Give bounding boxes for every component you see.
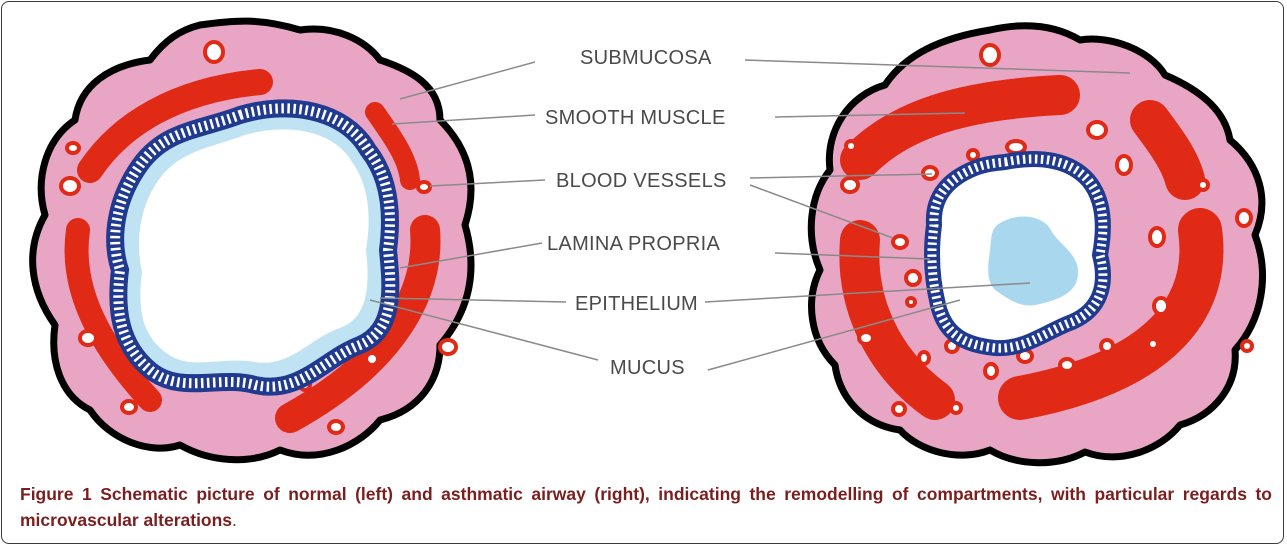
normal-airway: [33, 21, 471, 460]
caption-end: .: [232, 510, 237, 530]
label-submucosa: SUBMUCOSA: [580, 47, 712, 69]
figure-label: Figure 1: [20, 484, 92, 504]
label-epithelium: EPITHELIUM: [575, 293, 698, 315]
figure-caption: Figure 1 Schematic picture of normal (le…: [20, 481, 1272, 533]
caption-text: Schematic picture of normal (left) and a…: [20, 484, 1272, 530]
airway-diagram: SUBMUCOSA SMOOTH MUSCLE BLOOD VESSELS LA…: [0, 0, 1287, 472]
label-lamina-propria: LAMINA PROPRIA: [547, 233, 720, 255]
normal-airway-lumen: [139, 129, 369, 362]
label-mucus: MUCUS: [610, 357, 685, 379]
asthmatic-airway: [811, 26, 1262, 463]
label-smooth-muscle: SMOOTH MUSCLE: [545, 107, 726, 129]
label-blood-vessels: BLOOD VESSELS: [556, 170, 727, 192]
labels: SUBMUCOSA SMOOTH MUSCLE BLOOD VESSELS LA…: [545, 47, 727, 379]
